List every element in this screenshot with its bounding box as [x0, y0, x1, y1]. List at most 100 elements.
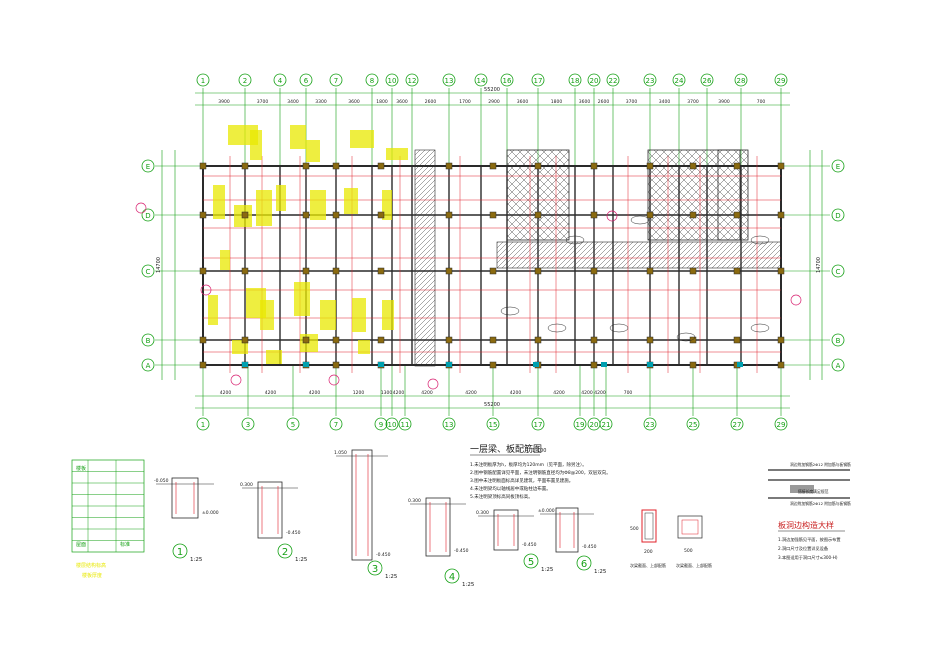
axis-label: 19 — [576, 421, 585, 429]
detail-elevation: 0.300 — [408, 498, 421, 504]
dim-value: 1300 — [381, 390, 393, 396]
column — [445, 162, 453, 170]
hole-detail-block — [790, 485, 814, 493]
detail-elevation: -0.450 — [454, 548, 469, 554]
dim-value: 4200 — [265, 390, 277, 396]
floor-plan — [135, 125, 802, 390]
annotation-block — [213, 185, 225, 219]
column — [777, 336, 785, 344]
small-section-right-inner — [681, 519, 699, 535]
annotation-block — [276, 185, 286, 211]
axis-label: 15 — [489, 421, 498, 429]
column — [241, 211, 249, 219]
detail-elevation: -0.450 — [376, 552, 391, 558]
axis-label: 16 — [503, 77, 512, 85]
axis-label: 21 — [602, 421, 611, 429]
axis-label: E — [146, 163, 150, 171]
axis-bubble — [686, 417, 700, 431]
axis-bubble — [672, 73, 686, 87]
hole-detail-note: 1.洞边加强筋见平面，按图示布置 — [778, 536, 841, 543]
dim-value: 4200 — [309, 390, 321, 396]
column — [332, 267, 340, 275]
legend-note2: 楼板厚度 — [82, 572, 102, 579]
axis-label: 13 — [445, 77, 454, 85]
section-callout — [328, 374, 340, 386]
dim-value: 3600 — [396, 99, 408, 105]
axis-a-marker — [446, 362, 452, 367]
dim-value: 3400 — [287, 99, 299, 105]
column — [445, 211, 453, 219]
column — [689, 162, 697, 170]
axis-label: 26 — [703, 77, 712, 85]
column — [302, 162, 310, 170]
column — [646, 267, 654, 275]
axis-bubble — [141, 159, 155, 173]
annotation-block — [256, 190, 272, 226]
detail-elevation: 0.300 — [476, 510, 489, 516]
column — [777, 211, 785, 219]
detail-number: 2 — [282, 547, 288, 558]
axis-a-marker — [647, 362, 653, 367]
dim-value: 3600 — [517, 99, 529, 105]
axis-bubble — [474, 73, 488, 87]
axis-bubble — [730, 417, 744, 431]
axis-bubble — [141, 333, 155, 347]
column — [777, 361, 785, 369]
axis-bubble — [486, 417, 500, 431]
column — [302, 211, 310, 219]
column — [777, 162, 785, 170]
detail-sections: 楼板屋面标准楼层结构标高楼板厚度-0.050±0.00011:250.300-0… — [71, 449, 851, 588]
axis-bubble — [374, 417, 388, 431]
dim-value: 3600 — [579, 99, 591, 105]
axis-bubble — [531, 417, 545, 431]
axis-label: 8 — [370, 77, 374, 85]
hole-detail-title: 板洞边构造大样 — [778, 520, 834, 530]
hole-detail-note: 3.本图适用于洞口尺寸≤300-H) — [778, 554, 838, 561]
axis-label: B — [836, 337, 841, 345]
axis-label: 4 — [278, 77, 283, 85]
hole-callout: 洞边附加钢筋2Φ12 附加筋与板钢筋 — [790, 501, 851, 506]
axis-bubble — [141, 264, 155, 278]
detail-scale: 1:25 — [541, 567, 554, 573]
axis-label: 13 — [445, 421, 454, 429]
column — [534, 211, 542, 219]
column — [241, 267, 249, 275]
axis-bubble — [329, 73, 343, 87]
dim-value: 4200 — [465, 390, 477, 396]
axis-label: E — [836, 163, 840, 171]
dim-value: 3400 — [659, 99, 671, 105]
hatched-slab — [717, 149, 749, 241]
detail-elevation: 1.050 — [334, 450, 347, 456]
plan-title: 一层梁、板配筋图 — [470, 443, 542, 455]
column — [199, 336, 207, 344]
detail-outline — [351, 449, 373, 561]
detail-elevation: ±0.000 — [202, 510, 219, 516]
axis-bubble — [700, 73, 714, 87]
legend-note: 楼层结构标高 — [76, 562, 106, 569]
axis-label: 7 — [334, 77, 338, 85]
plan-note: 4.未注明梁均以轴线居中或贴柱边布置。 — [470, 485, 551, 492]
annotation-block — [350, 130, 374, 148]
detail-elevation: -0.450 — [582, 544, 597, 550]
axis-bubble — [405, 73, 419, 87]
axis-label: 1 — [201, 77, 205, 85]
axis-label: 18 — [571, 77, 580, 85]
slab-tag — [676, 332, 696, 342]
plan-note: 1.未注明板厚为h，板厚均为120mm（见平面，除另注）。 — [470, 461, 587, 468]
column — [377, 162, 385, 170]
small-section-dim: 500 — [684, 548, 693, 554]
column — [733, 336, 741, 344]
detail-number: 5 — [528, 557, 534, 568]
dim-value: 1800 — [551, 99, 563, 105]
axis-bubble — [385, 417, 399, 431]
slab-tag — [630, 215, 650, 225]
column — [590, 361, 598, 369]
annotation-block — [290, 125, 306, 149]
section-callout — [135, 202, 147, 214]
column — [646, 162, 654, 170]
column — [241, 336, 249, 344]
legend-footer: 标准 — [120, 541, 130, 548]
detail-bubble — [277, 543, 293, 559]
